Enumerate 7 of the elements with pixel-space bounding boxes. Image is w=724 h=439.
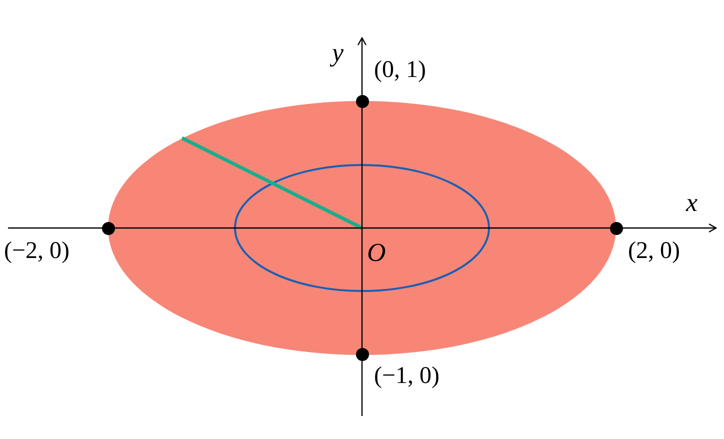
point-label: (−1, 0) xyxy=(374,364,440,388)
axis-label: O xyxy=(367,240,386,266)
point-label: (−2, 0) xyxy=(4,239,70,263)
axis-label: y xyxy=(332,40,344,66)
point-label: (0, 1) xyxy=(374,58,426,82)
axis-label: x xyxy=(686,190,698,216)
point-label: (2, 0) xyxy=(628,239,680,263)
